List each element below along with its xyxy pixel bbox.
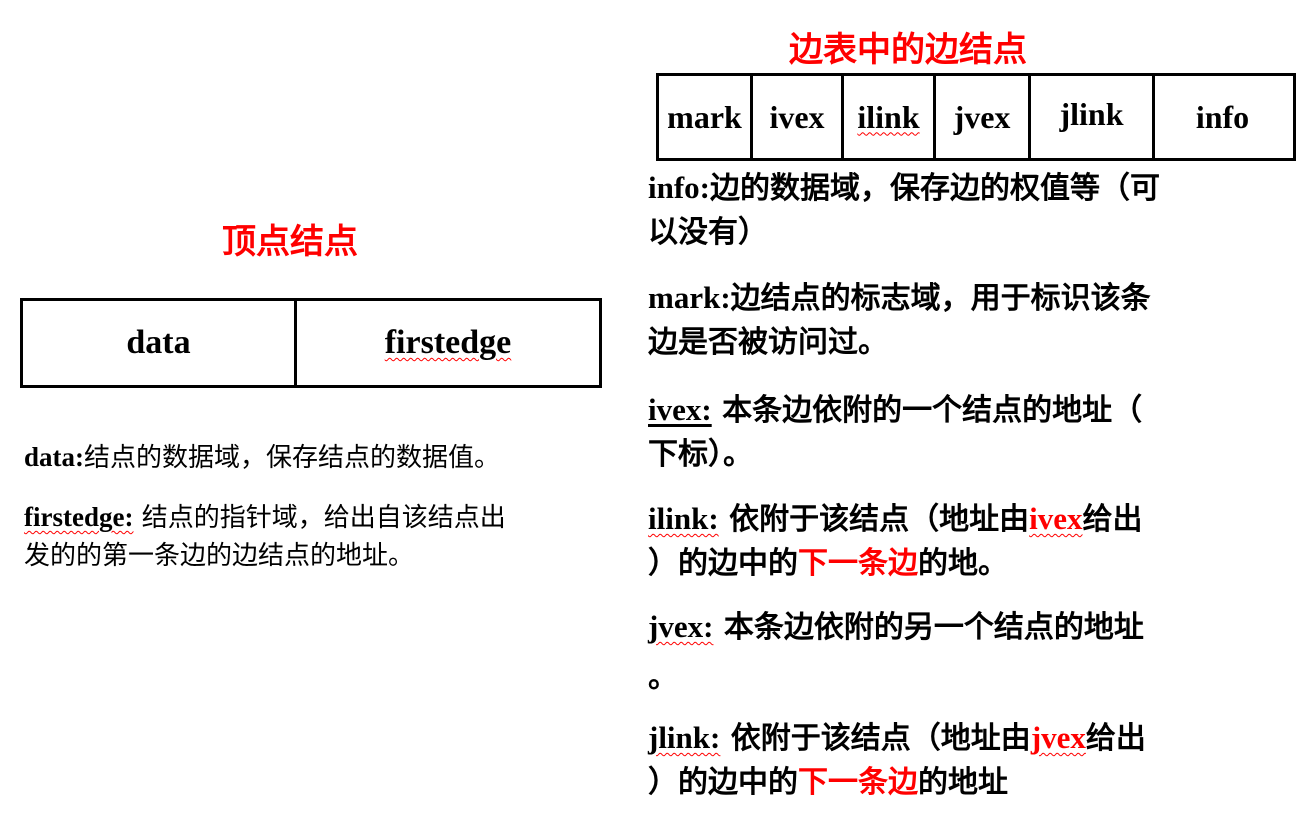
desc-mark: mark:边结点的标志域，用于标识该条 边是否被访问过。 — [648, 276, 1151, 365]
edge-node-table: mark ivex ilink jvex jlink info — [656, 73, 1296, 161]
desc-info-term: info: — [648, 170, 710, 205]
desc-jlink-line2b: 的地址 — [918, 765, 1008, 800]
edge-field-jvex: jvex — [933, 76, 1028, 158]
desc-data-text: 结点的数据域，保存结点的数据值。 — [84, 443, 501, 473]
vertex-node-table: data firstedge — [20, 298, 602, 388]
desc-mark-line1: 边结点的标志域，用于标识该条 — [730, 281, 1151, 316]
desc-jlink-line1b: 给出 — [1085, 721, 1146, 756]
desc-ilink-line2a: ）的边中的 — [648, 546, 798, 581]
desc-mark-line2: 边是否被访问过。 — [648, 325, 888, 360]
desc-firstedge-line2: 发的的第一条边的边结点的地址。 — [24, 541, 415, 571]
desc-ilink-ref: ivex — [1029, 501, 1083, 536]
desc-jvex-term: jvex: — [648, 609, 714, 644]
desc-jvex-line1: 本条边依附的另一个结点的地址 — [713, 610, 1144, 645]
vertex-field-firstedge-cell: firstedge — [294, 301, 599, 385]
desc-ilink-term: ilink: — [648, 501, 719, 536]
desc-ivex-term: ivex: — [648, 392, 712, 427]
desc-info: info:边的数据域，保存边的权值等（可 以没有） — [648, 166, 1160, 255]
edge-node-heading: 边表中的边结点 — [789, 30, 1027, 70]
desc-firstedge-line1: 结点的指针域，给出自该结点出 — [133, 503, 506, 533]
vertex-field-data: data — [126, 324, 191, 361]
edge-field-ilink: ilink — [857, 98, 920, 135]
desc-info-line1: 边的数据域，保存边的权值等（可 — [710, 171, 1160, 206]
desc-mark-term: mark: — [648, 280, 731, 315]
desc-ivex: ivex: 本条边依附的一个结点的地址（ 下标）。 — [648, 388, 1142, 477]
desc-jlink-line1a: 依附于该结点（地址由 — [720, 721, 1031, 756]
desc-data-term: data: — [24, 442, 84, 472]
edge-field-info: info — [1152, 76, 1290, 158]
desc-ilink-highlight: 下一条边 — [798, 546, 918, 581]
edge-field-jlink: jlink — [1028, 76, 1152, 158]
desc-ivex-line1: 本条边依附的一个结点的地址（ — [711, 393, 1143, 428]
vertex-field-firstedge: firstedge — [384, 324, 512, 361]
desc-firstedge-term: firstedge: — [24, 502, 134, 532]
desc-ilink-line1b: 给出 — [1082, 502, 1143, 537]
desc-firstedge: firstedge: 结点的指针域，给出自该结点出 发的的第一条边的边结点的地址… — [24, 498, 506, 575]
desc-jlink-ref: jvex — [1030, 720, 1086, 755]
desc-jlink-highlight: 下一条边 — [798, 765, 918, 800]
desc-ilink-line1a: 依附于该结点（地址由 — [718, 502, 1030, 537]
desc-ilink: ilink: 依附于该结点（地址由ivex给出 ）的边中的下一条边的地。 — [648, 497, 1142, 586]
desc-jvex-line2: 。 — [648, 660, 678, 695]
desc-jlink-line2a: ）的边中的 — [648, 765, 798, 800]
vertex-node-heading: 顶点结点 — [222, 222, 358, 262]
desc-data: data:结点的数据域，保存结点的数据值。 — [24, 438, 500, 477]
edge-field-mark: mark — [667, 98, 742, 135]
desc-ivex-line2: 下标）。 — [648, 437, 753, 472]
desc-jlink-term: jlink: — [648, 720, 721, 755]
desc-jvex: jvex: 本条边依附的另一个结点的地址 。 — [648, 605, 1144, 700]
edge-field-ivex: ivex — [750, 76, 841, 158]
edge-field-ilink-cell: ilink — [841, 76, 933, 158]
desc-ilink-line2b: 的地。 — [918, 546, 1008, 581]
desc-info-line2: 以没有） — [648, 215, 768, 250]
desc-jlink: jlink: 依附于该结点（地址由jvex给出 ）的边中的下一条边的地址 — [648, 716, 1146, 805]
